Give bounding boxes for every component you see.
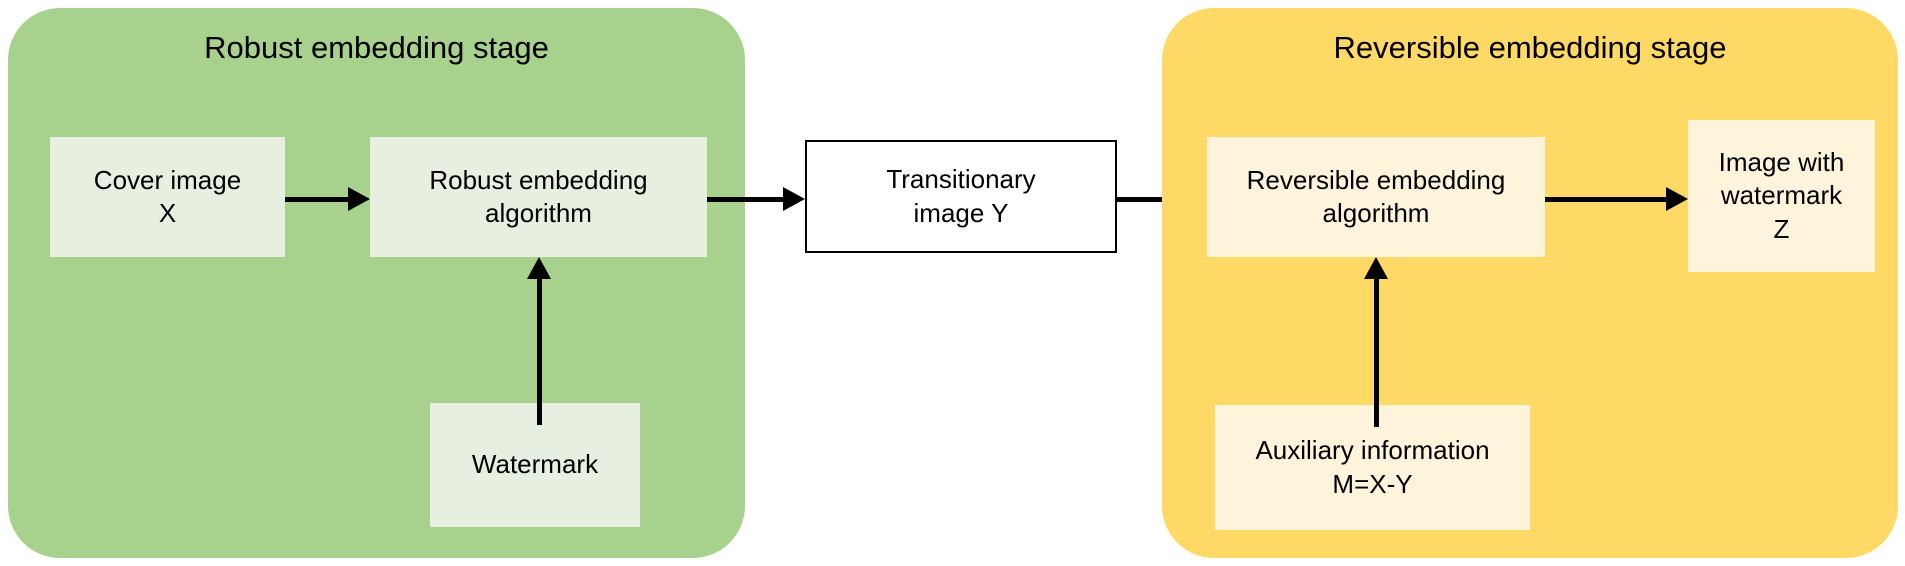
box-transitionary-image[interactable]: Transitionary image Y [805,140,1117,253]
box-auxiliary-information[interactable]: Auxiliary information M=X-Y [1215,405,1530,530]
box-image-with-watermark[interactable]: Image with watermark Z [1688,120,1875,272]
stage-title-reversible: Reversible embedding stage [1333,30,1727,65]
box-reversible-embedding-algorithm[interactable]: Reversible embedding algorithm [1207,137,1545,257]
box-robust-embedding-algorithm[interactable]: Robust embedding algorithm [370,137,707,257]
box-watermark[interactable]: Watermark [430,403,640,527]
box-cover-image[interactable]: Cover image X [50,137,285,257]
stage-title-robust: Robust embedding stage [204,30,549,65]
